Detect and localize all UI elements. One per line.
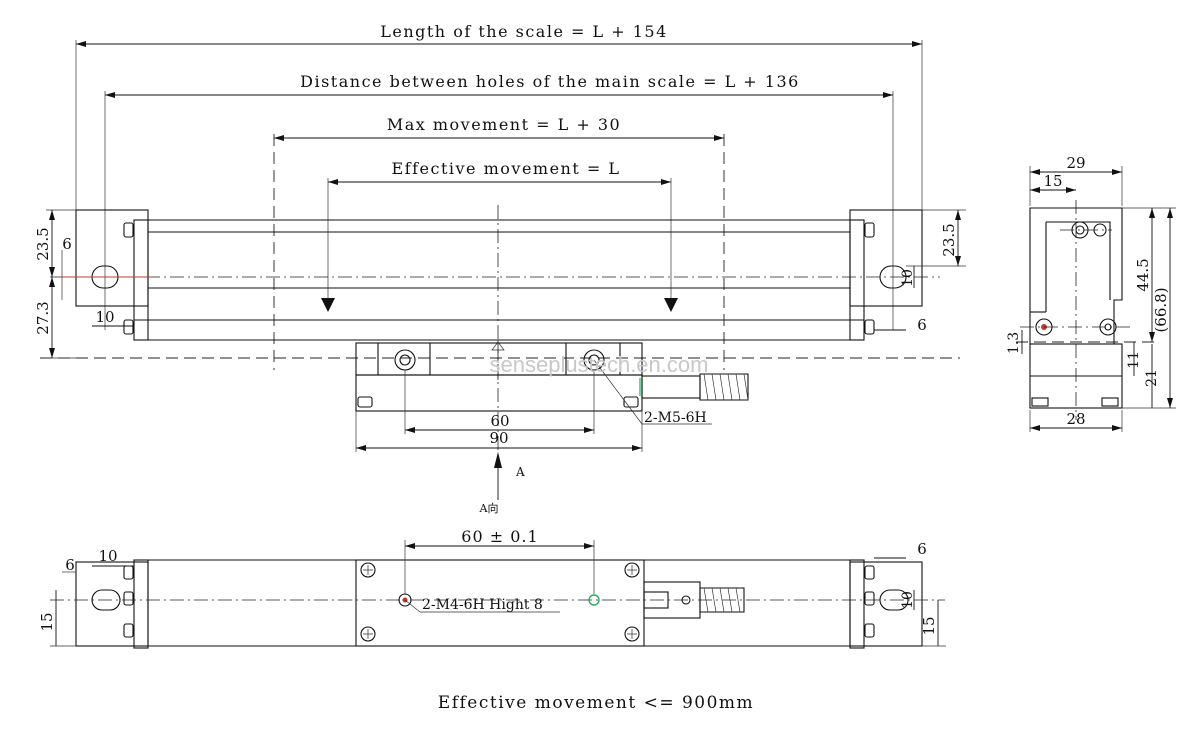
bottom-view xyxy=(50,559,945,649)
view-arrow-a: A A向 xyxy=(479,452,525,515)
bottom-10: 10 xyxy=(98,547,117,565)
side-11: 11 xyxy=(1126,351,1142,369)
right-6: 6 xyxy=(917,316,927,334)
watermark: senseplustech.en.com xyxy=(490,352,709,377)
right-23-5: 23.5 xyxy=(940,223,958,256)
left-6: 6 xyxy=(62,235,72,253)
side-28: 28 xyxy=(1066,410,1085,428)
bottom-right-10: 10 xyxy=(900,591,916,609)
reading-head xyxy=(355,340,749,450)
side-29: 29 xyxy=(1066,154,1085,172)
side-44-5: 44.5 xyxy=(1134,258,1152,291)
left-dimensions: 23.5 27.3 6 10 xyxy=(34,209,134,359)
arrow-a-label: A xyxy=(515,465,525,479)
left-23-5: 23.5 xyxy=(34,227,52,260)
dimension-length-scale: Length of the scale = L + 154 xyxy=(75,22,923,210)
effective-movement-label: Effective movement = L xyxy=(392,159,621,178)
distance-holes-label: Distance between holes of the main scale… xyxy=(300,72,800,91)
bottom-right-6: 6 xyxy=(917,540,927,558)
right-dimensions: 23.5 10 6 xyxy=(874,209,966,334)
side-66-8: (66.8) xyxy=(1152,287,1170,332)
footer-note: Effective movement <= 900mm xyxy=(438,693,754,713)
side-1-3: 1.3 xyxy=(1006,332,1022,354)
dimension-distance-holes: Distance between holes of the main scale… xyxy=(104,72,894,330)
bottom-cable-coil xyxy=(699,587,745,613)
main-scale-front-view xyxy=(40,205,960,380)
max-movement-label: Max movement = L + 30 xyxy=(387,115,621,134)
reader-60: 60 xyxy=(490,412,509,430)
side-view-dimensions: 29 15 44.5 (66.8) 11 21 1.3 28 xyxy=(1006,154,1176,432)
length-scale-label: Length of the scale = L + 154 xyxy=(380,22,668,41)
dimension-effective-movement: Effective movement = L xyxy=(321,159,678,312)
bottom-view-dimensions: 60 ± 0.1 2-M4-6H Hight 8 10 6 15 15 6 10 xyxy=(38,527,946,647)
reader-thread: 2-M5-6H xyxy=(644,410,707,426)
view-a-label: A向 xyxy=(479,501,499,515)
mount-screws xyxy=(360,562,640,642)
side-view xyxy=(1016,200,1160,420)
left-10: 10 xyxy=(95,308,114,326)
right-10: 10 xyxy=(900,269,916,287)
bottom-15-left: 15 xyxy=(38,612,56,631)
reader-90: 90 xyxy=(489,429,508,447)
bottom-60-tol: 60 ± 0.1 xyxy=(461,527,538,546)
reader-dimensions: 60 90 2-M5-6H xyxy=(355,359,712,452)
bottom-15-right: 15 xyxy=(920,616,938,635)
side-15: 15 xyxy=(1043,172,1062,190)
dimension-max-movement: Max movement = L + 30 xyxy=(273,115,725,370)
bottom-6: 6 xyxy=(65,556,75,574)
bottom-thread: 2-M4-6H Hight 8 xyxy=(422,597,543,613)
side-21: 21 xyxy=(1144,369,1160,387)
left-27-3: 27.3 xyxy=(34,301,52,334)
cable-coil xyxy=(699,373,749,401)
